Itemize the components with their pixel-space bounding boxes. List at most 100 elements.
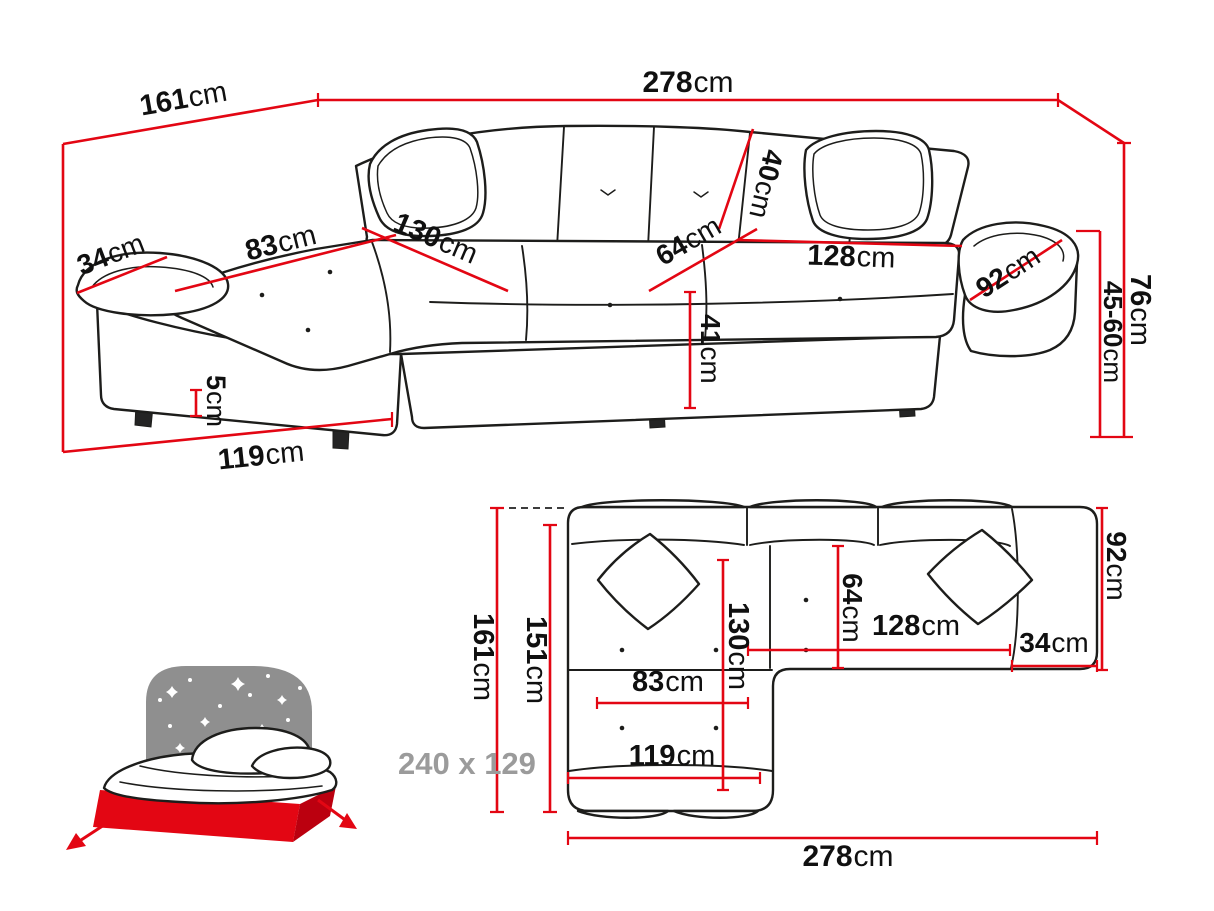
arrow-line (317, 798, 349, 824)
star-dot (248, 693, 252, 697)
dim-line-chaise-front-width (62, 417, 393, 454)
backrest-bump (580, 499, 746, 509)
tuft-button (619, 647, 625, 653)
right-pillow (803, 129, 934, 241)
dim-label-total-width: 278cm (802, 840, 893, 873)
arrow-line (77, 810, 125, 844)
tick (190, 388, 202, 418)
tuft-button (713, 725, 719, 731)
dim-label-seat-depth: 64cm (837, 573, 868, 642)
left-pillow (367, 127, 487, 238)
backrest-bump (748, 499, 878, 509)
dim-label-seat-height: 41cm (695, 314, 726, 383)
tuft-button (607, 302, 613, 308)
star-dot (298, 686, 302, 690)
perspective-dimension-lines (61, 93, 1133, 454)
dim-label-chaise-seat-length: 130cm (722, 602, 754, 690)
tick (746, 644, 1012, 656)
plan-left-pillow (596, 532, 701, 631)
tick (684, 290, 696, 410)
plan-dimension-lines (490, 506, 1108, 845)
chaise-seam (371, 241, 392, 353)
tuft-button (305, 327, 311, 333)
main-front-face (399, 334, 942, 430)
plan-dimension-labels: 161cm 151cm 130cm 64cm 128cm 34cm 92cm 8… (467, 531, 1132, 873)
star-dot (266, 674, 270, 678)
duvet-fold (119, 781, 323, 792)
left-armrest (75, 251, 230, 317)
arrow-head-icon (339, 813, 357, 829)
backrest-front-edge (571, 538, 1011, 547)
chaise-front-bump (672, 809, 760, 819)
right-pillow-piping (812, 137, 925, 231)
star-icon (166, 686, 178, 698)
star-dot (218, 704, 222, 708)
dim-label-seat-width: 128cm (807, 239, 896, 274)
star-dot (286, 718, 290, 722)
tick (566, 831, 1099, 845)
sleeping-area: 240 x 129 (66, 666, 536, 850)
tuft-button (327, 269, 333, 275)
chaise-front-skirt (568, 764, 773, 772)
star-dot (188, 678, 192, 682)
mattress-side (293, 786, 336, 842)
plan-right-pillow (926, 528, 1034, 626)
tick (832, 544, 844, 670)
tick (543, 523, 557, 814)
star-dot (158, 698, 162, 702)
tick (1096, 506, 1108, 672)
left-pillow-piping (376, 136, 479, 229)
dim-line-backrest-height (717, 128, 755, 230)
dim-label-seat-width: 128cm (872, 610, 960, 642)
bed-arrows (66, 798, 357, 850)
dim-label-inner-depth: 151cm (520, 616, 552, 704)
left-armrest-piping (91, 265, 214, 288)
dim-label-chaise-front-width: 119cm (629, 740, 715, 772)
backrest-seam (556, 126, 565, 248)
dim-label-total-depth: 161cm (467, 613, 499, 701)
dim-line-chaise-armrest-width (76, 255, 168, 295)
sofa-plan-drawing (566, 499, 1099, 819)
tuft-button (259, 292, 265, 298)
tick (490, 506, 504, 814)
right-armrest-piping (973, 232, 1065, 262)
dim-line-seat-width (736, 238, 963, 248)
star-dot (168, 724, 172, 728)
seat-seam (521, 245, 529, 341)
sofa-perspective-drawing (75, 124, 1080, 450)
seat-seam (429, 293, 954, 306)
chaise-front-bump (576, 809, 670, 819)
plan-view: 161cm 151cm 130cm 64cm 128cm 34cm 92cm 8… (467, 499, 1132, 873)
seat-seam (701, 244, 708, 341)
tick (595, 697, 750, 709)
perspective-view: 278cm 161cm 40cm 64cm 130cm 83cm 34cm 12… (61, 66, 1156, 476)
star-icon (175, 743, 185, 753)
dim-line-box-right (1057, 98, 1125, 145)
dim-label-armrest-width: 34cm (1019, 627, 1088, 658)
backrest-seam (746, 507, 879, 546)
tuft-button (619, 725, 625, 731)
bed-pillow (250, 746, 332, 780)
tuft-button (803, 597, 809, 603)
star-icon (277, 695, 287, 705)
dim-label-armrest-height: 45-60cm (1098, 281, 1128, 383)
dim-label-chaise-seat-width: 83cm (632, 666, 704, 698)
tuft-crease (693, 191, 709, 198)
dim-label-armrest-depth: 92cm (1101, 531, 1132, 600)
backrest-seam (647, 126, 655, 248)
dim-label-backrest-height: 40cm (743, 147, 789, 222)
dim-label-total-height: 76cm (1124, 274, 1156, 346)
star-icon (231, 677, 245, 691)
tuft-button (837, 296, 843, 302)
sleeping-size-label: 240 x 129 (398, 746, 536, 781)
backrest-seam (737, 132, 751, 248)
backrest-bump (880, 499, 1014, 509)
tuft-button (713, 647, 719, 653)
arrow-head-icon (66, 833, 86, 850)
chaise-front-face (95, 301, 403, 437)
tick (717, 558, 729, 792)
tuft-crease (600, 189, 616, 196)
dim-label-total-width: 278cm (642, 66, 733, 99)
